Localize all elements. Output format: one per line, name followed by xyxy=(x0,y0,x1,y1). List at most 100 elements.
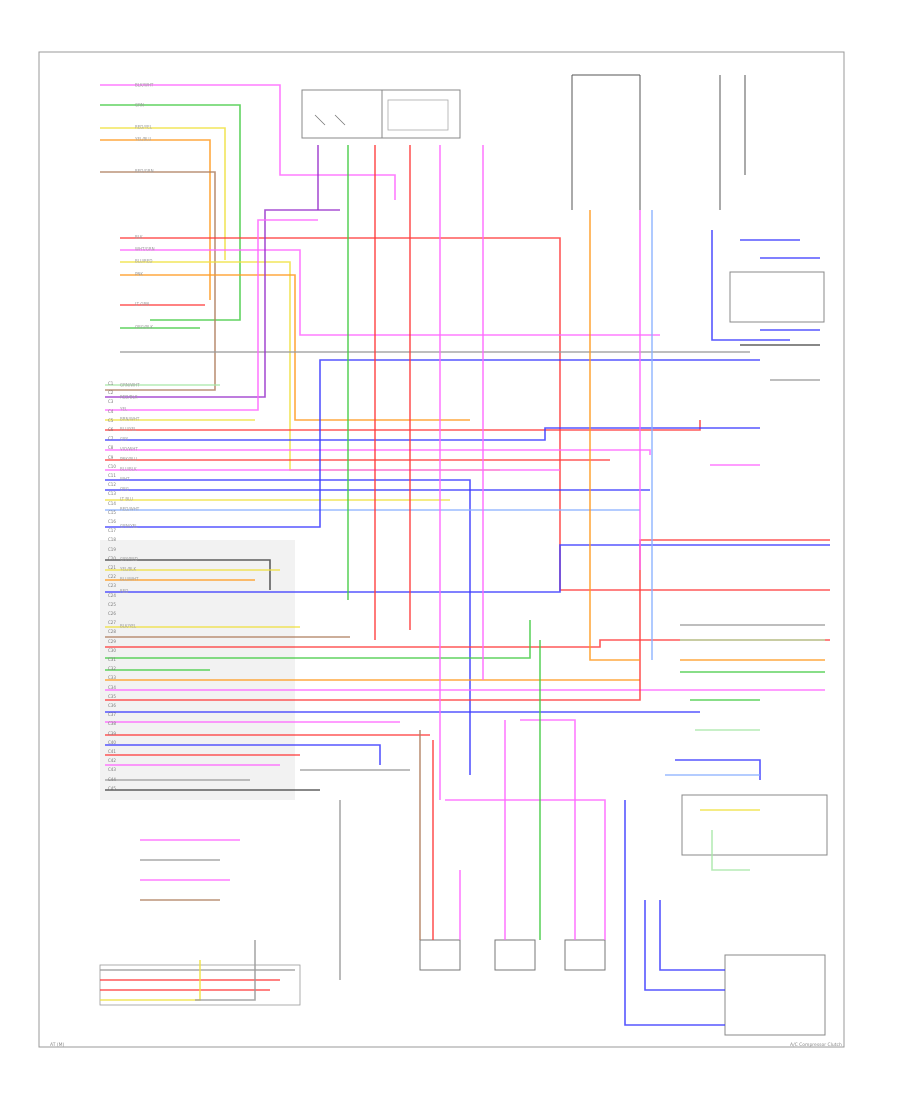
wire-color-label: VIO/WHT xyxy=(120,447,138,452)
wire-color-label: LT GRN xyxy=(135,302,149,307)
ecu-connector-box xyxy=(301,89,461,139)
connector-pin-label: C31 xyxy=(108,657,116,662)
connector-pin-label: C37 xyxy=(108,712,116,717)
connector-pin-label: C26 xyxy=(108,611,116,616)
wire-color-label: LT BLU xyxy=(120,497,133,502)
connector-pin-label: C28 xyxy=(108,629,116,634)
connector-pin-label: C30 xyxy=(108,648,116,653)
relay-box-right-top xyxy=(729,271,825,323)
wire-color-label: GRY xyxy=(120,437,129,442)
connector-pin-label: C27 xyxy=(108,620,116,625)
wire-trace-41 xyxy=(105,744,381,765)
wire-color-label: BLU/YEL xyxy=(120,427,137,432)
wire-trace-18 xyxy=(105,449,651,455)
connector-pin-label: C40 xyxy=(108,740,116,745)
wire-trace-0 xyxy=(100,84,396,200)
connector-pin-label: C32 xyxy=(108,666,116,671)
wire-trace-1 xyxy=(100,104,241,321)
wire-color-label: BLU/RED xyxy=(135,259,152,264)
wire-group xyxy=(100,84,830,1026)
wire-trace-37 xyxy=(105,539,830,701)
wire-trace-66 xyxy=(711,830,750,871)
sensor-box-1 xyxy=(419,939,461,971)
wire-trace-63 xyxy=(675,759,761,780)
connector-pin-label: C35 xyxy=(108,694,116,699)
wire-trace-7 xyxy=(120,261,500,471)
wire-color-label: BLK/YEL xyxy=(120,624,137,629)
connector-pin-label: C18 xyxy=(108,537,116,542)
connector-pin-label: C39 xyxy=(108,731,116,736)
connector-pin-label: C17 xyxy=(108,528,116,533)
wire-trace-3 xyxy=(100,139,211,300)
connector-pin-label: C6 xyxy=(108,427,114,432)
wire-trace-75 xyxy=(520,719,576,940)
connector-pin-label: C19 xyxy=(108,547,116,552)
wire-trace-6 xyxy=(120,249,660,336)
wire-trace-72 xyxy=(445,799,606,940)
connector-pin-label: C23 xyxy=(108,583,116,588)
connector-pin-label: C34 xyxy=(108,685,116,690)
connector-pin-label: C33 xyxy=(108,675,116,680)
wire-trace-29 xyxy=(105,544,830,593)
wire-color-label: YEL xyxy=(119,407,128,412)
connector-pin-label: C38 xyxy=(108,721,116,726)
wire-color-label: RED/YEL xyxy=(135,125,153,130)
connector-pin-label: C43 xyxy=(108,767,116,772)
wire-color-label: ORG xyxy=(120,487,129,492)
wire-trace-8 xyxy=(120,274,470,421)
connector-pin-label: C36 xyxy=(108,703,116,708)
connector-pin-label: C2 xyxy=(108,390,114,395)
wire-color-label: BLU/BLK xyxy=(120,467,137,472)
wire-trace-4 xyxy=(100,171,216,391)
wire-trace-87 xyxy=(195,940,256,1001)
wire-color-label: ORG/BLK xyxy=(135,325,153,330)
label-group: C1C2C3C4C5C6C7C8C9C10C11C12C13C14C15C16C… xyxy=(108,83,155,792)
connector-pin-label: C14 xyxy=(108,501,116,506)
wire-trace-21 xyxy=(105,479,471,775)
connector-pin-label: C24 xyxy=(108,593,116,598)
connector-pin-label: C25 xyxy=(108,602,116,607)
wire-color-label: GRN xyxy=(135,103,144,108)
connector-pin-label: C29 xyxy=(108,639,116,644)
wire-color-label: BLU/WHT xyxy=(120,577,139,582)
connector-pin-label: C42 xyxy=(108,758,116,763)
connector-pin-label: C20 xyxy=(108,556,116,561)
wire-color-label: BLK xyxy=(135,235,143,240)
wire-color-label: GRY/RED xyxy=(120,557,138,562)
wire-trace-13 xyxy=(105,209,340,398)
connector-pin-label: C15 xyxy=(108,510,116,515)
ecu-switch-symbol-a xyxy=(314,114,326,126)
wire-color-label: GRN/WHT xyxy=(120,383,140,388)
connector-pin-label: C21 xyxy=(108,565,116,570)
connector-pin-label: C5 xyxy=(108,418,114,423)
connector-pin-label: C13 xyxy=(108,491,116,496)
wire-color-label: RED xyxy=(120,589,128,594)
ecu-inner-box xyxy=(387,99,449,131)
compressor-clutch-box xyxy=(724,954,826,1036)
wire-color-label: YEL/BLK xyxy=(119,567,137,572)
wire-trace-68 xyxy=(644,900,725,991)
wire-color-label: YEL/BLU xyxy=(134,137,151,142)
diagram-frame xyxy=(38,51,845,1048)
wire-trace-16 xyxy=(105,420,701,431)
wire-trace-26 xyxy=(105,559,271,590)
wire-trace-14 xyxy=(105,219,318,411)
connector-pin-label: C44 xyxy=(108,777,116,782)
ecu-switch-symbol-b xyxy=(334,114,346,126)
wire-trace-33 xyxy=(105,620,531,659)
footer-left-label: AT (M) xyxy=(50,1042,65,1048)
wire-trace-69 xyxy=(624,800,725,1026)
wire-trace-5 xyxy=(120,237,830,591)
connector-pin-label: C8 xyxy=(108,445,114,450)
connector-pin-label: C12 xyxy=(108,482,116,487)
wire-color-label: GRN/YEL xyxy=(120,524,138,529)
wire-color-label: PNK xyxy=(135,272,143,277)
connector-pin-label: C41 xyxy=(108,749,116,754)
wire-color-label: WHT xyxy=(120,477,130,482)
connector-pin-label: C4 xyxy=(108,409,114,414)
wire-color-label: RED/GRN xyxy=(135,169,154,174)
wire-color-label: BLK/WHT xyxy=(135,83,154,88)
wire-trace-52 xyxy=(589,210,640,661)
wire-trace-2 xyxy=(100,127,226,260)
